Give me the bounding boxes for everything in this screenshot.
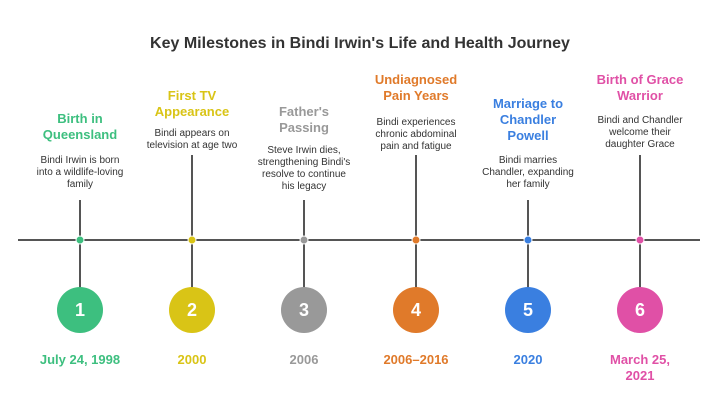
milestone-date: 2020	[468, 352, 588, 368]
milestone-description-line: family	[66, 179, 94, 190]
milestone-number-badge: 1	[57, 287, 103, 333]
milestone-date: 2006	[244, 352, 364, 368]
milestone-title-line: Warrior	[617, 88, 663, 103]
milestone-date-line: 2000	[177, 352, 207, 367]
milestone-title-line: Birth of Grace	[596, 72, 684, 87]
timeline-dot	[299, 235, 309, 245]
milestone-number-badge: 6	[617, 287, 663, 333]
milestone-date-line: March 25,	[610, 352, 670, 367]
milestone-description-line: welcome their	[609, 127, 671, 138]
milestone-title-line: Marriage to	[492, 96, 564, 111]
milestone-date-line: July 24, 1998	[39, 352, 121, 367]
milestone-date-line: 2020	[513, 352, 543, 367]
timeline-dot	[411, 235, 421, 245]
milestone-description-line: Steve Irwin dies,	[267, 145, 341, 156]
milestone-title-line: Birth in	[57, 111, 103, 126]
milestone-description-line: her family	[506, 179, 550, 190]
milestone-date: March 25,2021	[580, 352, 700, 384]
milestone-description-line: strengthening Bindi's	[257, 157, 351, 168]
milestone-title-line: Powell	[507, 128, 549, 143]
milestone-number-badge: 2	[169, 287, 215, 333]
milestone-title-line: Chandler	[499, 112, 557, 127]
milestone-date-line: 2006	[289, 352, 319, 367]
timeline-dot	[75, 235, 85, 245]
milestone-date-line: 2006–2016	[383, 352, 449, 367]
milestone-date: 2006–2016	[356, 352, 476, 368]
milestone-description-line: his legacy	[281, 181, 327, 192]
milestone-description-line: Bindi and Chandler	[597, 115, 683, 126]
milestone-title-line: Undiagnosed	[374, 72, 458, 87]
milestone-number-badge: 3	[281, 287, 327, 333]
milestone-title-line: Appearance	[154, 104, 230, 119]
page-title: Key Milestones in Bindi Irwin's Life and…	[150, 35, 570, 52]
milestone-number-badge: 5	[505, 287, 551, 333]
milestone-date: July 24, 1998	[20, 352, 140, 368]
milestone-description-line: pain and fatigue	[380, 141, 452, 152]
milestone-date-line: 2021	[625, 368, 655, 383]
milestone-description-line: resolve to continue	[262, 169, 346, 180]
milestone-description-line: into a wildlife-loving	[36, 167, 124, 178]
milestone-description-line: chronic abdominal	[375, 129, 457, 140]
timeline-dot	[523, 235, 533, 245]
milestone-description-line: Chandler, expanding	[482, 167, 574, 178]
milestone-description-line: Bindi Irwin is born	[40, 155, 120, 166]
milestone-title-line: First TV	[167, 88, 217, 103]
timeline-dot	[635, 235, 645, 245]
milestone-title-line: Father's	[278, 104, 330, 119]
timeline-dot	[187, 235, 197, 245]
milestone-description-line: television at age two	[146, 140, 238, 151]
milestone-number-badge: 4	[393, 287, 439, 333]
milestone-title-line: Pain Years	[383, 88, 449, 103]
milestone-description-line: Bindi appears on	[154, 128, 230, 139]
milestone-description-line: Bindi experiences	[376, 117, 456, 128]
milestone-description-line: Bindi marries	[498, 155, 558, 166]
milestone-title-line: Queensland	[42, 127, 118, 142]
milestone-description-line: daughter Grace	[605, 139, 675, 150]
milestone-title-line: Passing	[279, 120, 329, 135]
milestone-date: 2000	[132, 352, 252, 368]
